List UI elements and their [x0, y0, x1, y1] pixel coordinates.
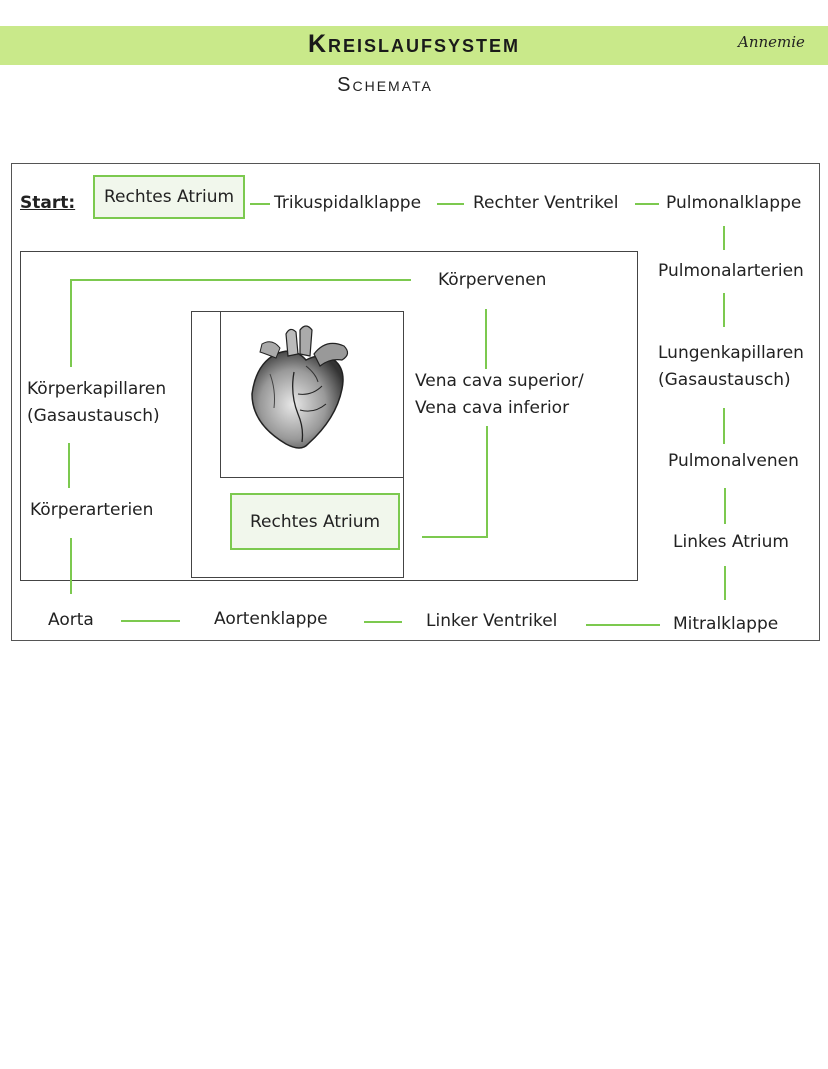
connector — [586, 624, 660, 626]
connector — [70, 280, 72, 367]
node-pulmonalvenen: Pulmonalvenen — [668, 451, 799, 471]
connector — [437, 203, 464, 205]
heart-frame-left-edge — [191, 478, 192, 578]
start-label: Start: — [20, 193, 76, 213]
heart-icon — [246, 324, 356, 456]
end-node-rechtes-atrium: Rechtes Atrium — [230, 493, 400, 550]
node-aorta: Aorta — [48, 610, 94, 630]
connector — [422, 536, 488, 538]
connector — [70, 279, 411, 281]
connector — [723, 293, 725, 327]
node-mitralklappe: Mitralklappe — [673, 614, 779, 634]
connector — [68, 443, 70, 488]
node-koerperkapillaren: Körperkapillaren (Gasaustausch) — [27, 379, 167, 426]
connector — [364, 621, 402, 623]
node-linkes-atrium: Linkes Atrium — [673, 532, 789, 552]
connector — [723, 408, 725, 444]
connector — [724, 566, 726, 600]
heart-frame-edge — [220, 311, 404, 478]
node-koerperarterien: Körperarterien — [30, 500, 154, 520]
node-aortenklappe: Aortenklappe — [214, 609, 328, 629]
node-koerpervenen: Körpervenen — [438, 270, 547, 290]
outer-frame — [11, 163, 820, 641]
page-title: Kreislaufsystem — [307, 30, 521, 58]
connector — [635, 203, 659, 205]
node-lungenkapillaren: Lungenkapillaren (Gasaustausch) — [658, 343, 804, 390]
connector — [121, 620, 180, 622]
node-rechter-ventrikel: Rechter Ventrikel — [473, 193, 619, 213]
node-linker-ventrikel: Linker Ventrikel — [426, 611, 558, 631]
connector — [250, 203, 270, 205]
connector — [485, 309, 487, 369]
node-vena-cava: Vena cava superior/ Vena cava inferior — [415, 371, 584, 418]
node-pulmonalklappe: Pulmonalklappe — [666, 193, 802, 213]
author-signature: Annemie — [738, 33, 805, 51]
frame-gap-mask — [190, 478, 230, 578]
connector — [723, 226, 725, 250]
connector — [70, 538, 72, 594]
body-circuit-frame — [20, 251, 638, 581]
node-trikuspidalklappe: Trikuspidalklappe — [274, 193, 422, 213]
connector — [486, 426, 488, 538]
header-bar — [0, 26, 828, 65]
start-node-rechtes-atrium: Rechtes Atrium — [93, 175, 245, 219]
node-pulmonalarterien: Pulmonalarterien — [658, 261, 804, 281]
connector — [724, 488, 726, 524]
heart-frame-bottom-edge — [191, 577, 404, 578]
page-subtitle: Schemata — [337, 74, 433, 96]
